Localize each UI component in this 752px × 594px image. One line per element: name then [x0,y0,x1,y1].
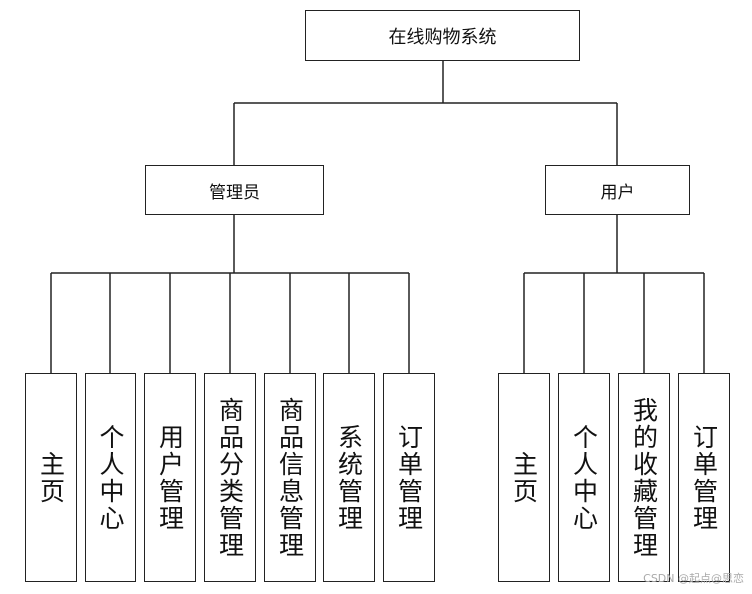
leaf-label: 主页 [509,450,539,505]
leaf-label: 用户管理 [155,423,185,532]
admin-node: 管理员 [145,165,324,215]
leaf-label: 订单管理 [689,423,719,532]
watermark: CSDN @起点@思恋 [643,572,744,585]
user-leaf-order-management: 订单管理 [678,373,730,582]
user-node: 用户 [545,165,690,215]
admin-leaf-order-management: 订单管理 [383,373,435,582]
leaf-label: 主页 [36,450,66,505]
admin-leaf-profile: 个人中心 [85,373,136,582]
admin-node-label: 管理员 [209,182,260,203]
leaf-label: 我的收藏管理 [629,396,659,559]
user-leaf-profile: 个人中心 [558,373,610,582]
admin-leaf-system-management: 系统管理 [323,373,375,582]
leaf-label: 个人中心 [96,423,125,532]
admin-leaf-category-management: 商品分类管理 [204,373,256,582]
leaf-label: 系统管理 [334,423,364,532]
leaf-label: 商品信息管理 [275,396,305,559]
admin-leaf-product-management: 商品信息管理 [264,373,316,582]
root-node: 在线购物系统 [305,10,580,61]
leaf-label: 订单管理 [394,423,424,532]
admin-leaf-user-management: 用户管理 [144,373,196,582]
leaf-label: 个人中心 [569,423,599,532]
root-node-label: 在线购物系统 [388,26,497,48]
admin-leaf-home: 主页 [25,373,77,582]
user-leaf-home: 主页 [498,373,550,582]
leaf-label: 商品分类管理 [215,396,245,559]
user-node-label: 用户 [600,182,635,203]
user-leaf-favorites-management: 我的收藏管理 [618,373,670,582]
